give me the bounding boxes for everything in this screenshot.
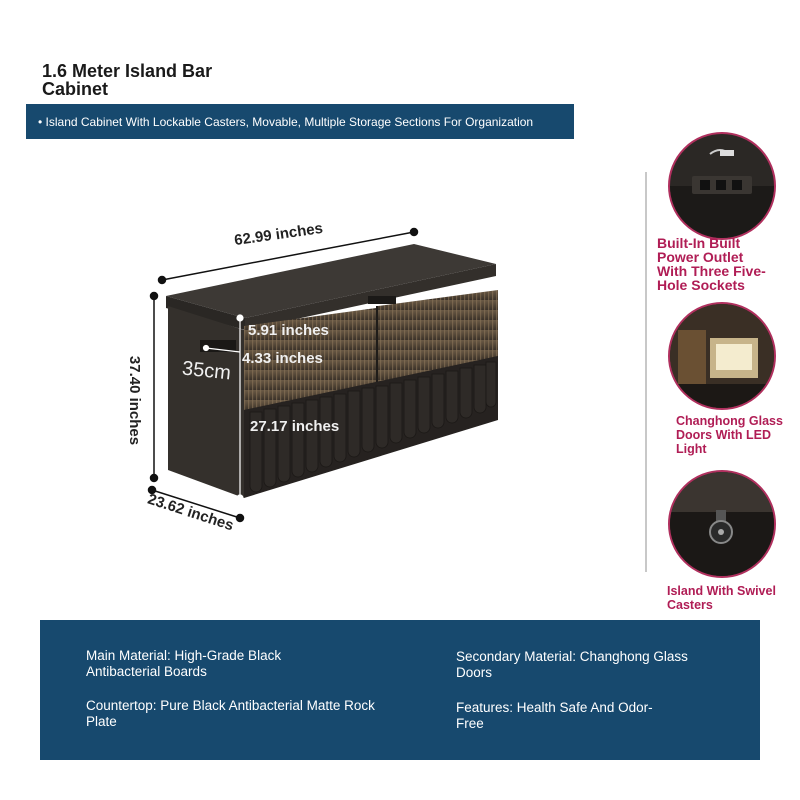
spec-features: Features: Health Safe And Odor-Free (456, 700, 653, 731)
socket-strip (368, 296, 396, 304)
subtitle-band: • Island Cabinet With Lockable Casters, … (26, 104, 574, 139)
led-glass-door-icon (668, 302, 776, 410)
caster-wheel-icon (668, 470, 776, 578)
spec-countertop: Countertop: Pure Black Antibacterial Mat… (86, 698, 375, 729)
fluted-base (249, 361, 497, 493)
glass-door-left (244, 308, 376, 410)
glass-door-right (378, 290, 498, 386)
feature-caster-label: Island With Swivel Casters (667, 584, 776, 612)
height-dimension: 37.40 inches (126, 355, 144, 446)
lower-height-dimension: 27.17 inches (250, 418, 340, 435)
page-title: 1.6 Meter Island Bar Cabinet (42, 61, 213, 99)
countertop (166, 244, 496, 318)
spec-secondary-material: Secondary Material: Changhong Glass Door… (456, 649, 688, 680)
top-gap-dimension: 5.91 inches (248, 322, 329, 339)
slot-dimension: 4.33 inches (242, 350, 323, 367)
cabinet-illustration (147, 227, 498, 523)
side-panel (168, 306, 244, 498)
feature-power-outlet-label: Built-In Built Power Outlet With Three F… (657, 235, 766, 293)
power-outlet-icon (668, 132, 776, 240)
subtitle-text: • Island Cabinet With Lockable Casters, … (38, 114, 534, 129)
feature-led-door-label: Changhong Glass Doors With LED Light (676, 414, 783, 456)
dimension-lines (147, 227, 419, 523)
spec-panel: Main Material: High-Grade Black Antibact… (40, 620, 760, 760)
feature-divider (645, 172, 647, 572)
spec-main-material: Main Material: High-Grade Black Antibact… (86, 648, 282, 679)
side-depth-dimension: 35cm (181, 357, 232, 385)
